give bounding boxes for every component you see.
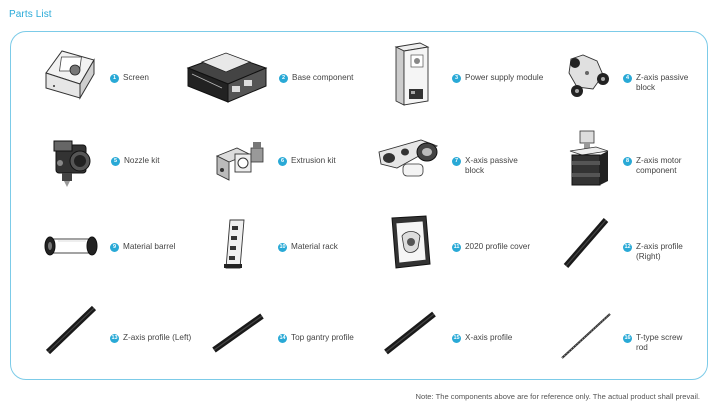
part-name: T-type screw rod <box>636 333 683 352</box>
part-label-3: 3 Power supply module <box>452 73 543 83</box>
page-title: Parts List <box>9 9 52 20</box>
x-axis-profile-icon <box>382 310 438 356</box>
part-number-badge: 16 <box>623 333 632 343</box>
part-name: Z-axis profile (Left) <box>123 333 192 342</box>
screen-icon <box>42 46 97 101</box>
part-number-badge: 11 <box>452 242 461 252</box>
part-name: Material rack <box>291 242 338 251</box>
profile-cover-icon <box>386 214 434 270</box>
part-name: Z-axis passive block <box>636 73 689 92</box>
part-number-badge: 15 <box>452 333 461 343</box>
extrusion-kit-icon <box>213 140 267 182</box>
part-name: Nozzle kit <box>124 156 160 165</box>
part-number-badge: 1 <box>110 73 119 83</box>
z-axis-passive-block-icon <box>563 53 613 101</box>
nozzle-kit-icon <box>48 135 98 189</box>
part-name: Z-axis motor component <box>636 156 682 175</box>
part-label-12: 12 Z-axis profile (Right) <box>623 242 683 262</box>
part-number-badge: 4 <box>623 73 632 83</box>
part-number-badge: 9 <box>110 242 119 252</box>
disclaimer-note: Note: The components above are for refer… <box>415 392 700 401</box>
part-name: Material barrel <box>123 242 176 251</box>
part-label-16: 16 T-type screw rod <box>623 333 682 353</box>
power-supply-icon <box>392 41 432 107</box>
part-number-badge: 6 <box>278 156 287 166</box>
part-label-9: 9 Material barrel <box>110 242 175 252</box>
part-number-badge: 14 <box>278 333 287 343</box>
part-number-badge: 10 <box>278 242 287 252</box>
part-label-15: 15 X-axis profile <box>452 333 512 343</box>
part-number-badge: 8 <box>623 156 632 166</box>
material-rack-icon <box>220 218 250 270</box>
part-label-7: 7 X-axis passive block <box>452 156 518 176</box>
part-label-11: 11 2020 profile cover <box>452 242 530 252</box>
part-label-2: 2 Base component <box>279 73 353 83</box>
part-name: X-axis profile <box>465 333 513 342</box>
part-name: X-axis passive block <box>465 156 518 175</box>
material-barrel-icon <box>42 231 100 261</box>
x-axis-passive-block-icon <box>375 138 441 180</box>
part-label-6: 6 Extrusion kit <box>278 156 336 166</box>
part-name: Top gantry profile <box>291 333 354 342</box>
part-label-1: 1 Screen <box>110 73 149 83</box>
top-gantry-profile-icon <box>210 312 266 354</box>
part-number-badge: 3 <box>452 73 461 83</box>
part-number-badge: 5 <box>111 156 120 166</box>
part-number-badge: 2 <box>279 73 288 83</box>
part-number-badge: 12 <box>623 242 632 252</box>
parts-frame <box>10 31 708 380</box>
part-number-badge: 7 <box>452 156 461 166</box>
part-label-8: 8 Z-axis motor component <box>623 156 682 176</box>
z-axis-profile-right-icon <box>560 214 612 272</box>
z-axis-motor-icon <box>566 129 610 191</box>
part-label-5: 5 Nozzle kit <box>111 156 160 166</box>
part-name: Extrusion kit <box>291 156 336 165</box>
part-label-4: 4 Z-axis passive block <box>623 73 688 93</box>
part-number-badge: 13 <box>110 333 119 343</box>
part-label-14: 14 Top gantry profile <box>278 333 354 343</box>
part-name: Screen <box>123 73 149 82</box>
z-axis-profile-left-icon <box>42 304 100 356</box>
part-name: Base component <box>292 73 354 82</box>
part-name: Power supply module <box>465 73 544 82</box>
part-label-10: 10 Material rack <box>278 242 338 252</box>
base-component-icon <box>186 50 268 106</box>
t-type-screw-rod-icon <box>558 310 614 362</box>
part-name: 2020 profile cover <box>465 242 531 251</box>
part-label-13: 13 Z-axis profile (Left) <box>110 333 191 343</box>
part-name: Z-axis profile (Right) <box>636 242 683 261</box>
